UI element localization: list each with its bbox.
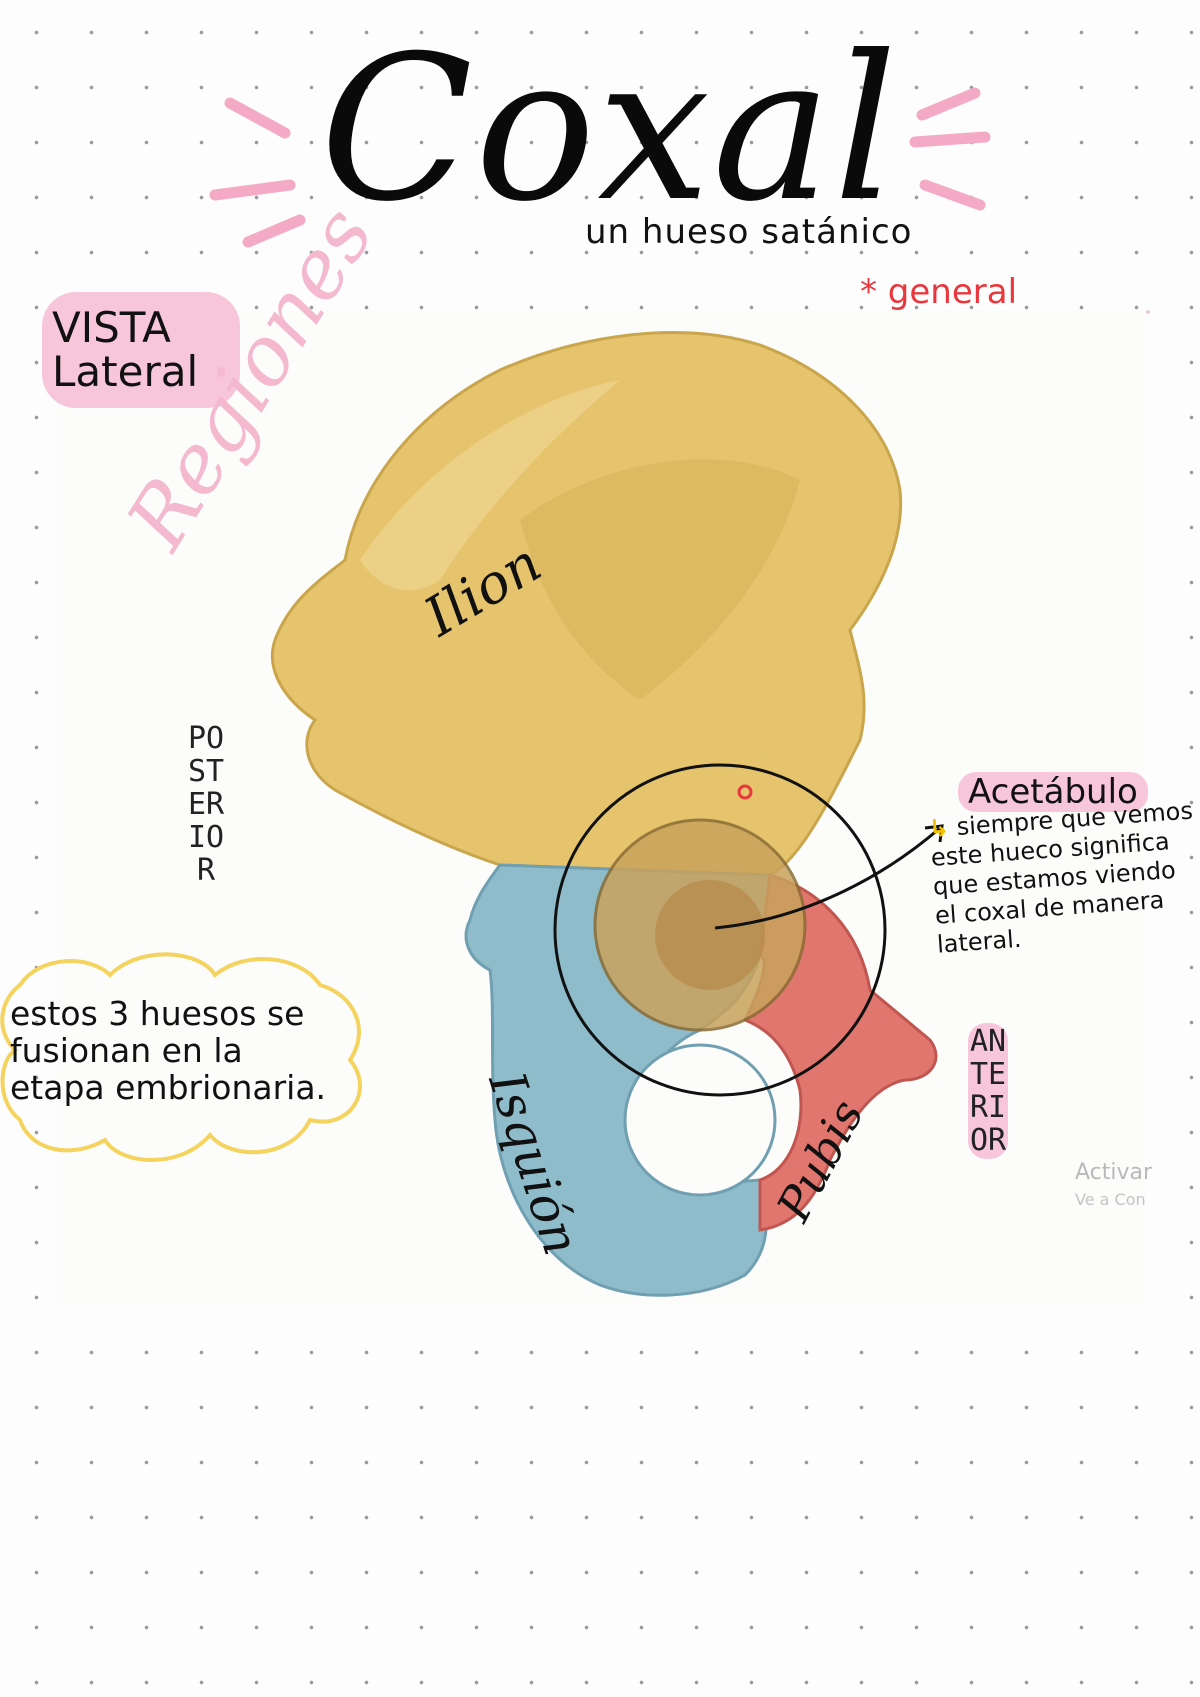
watermark-line1: Activar — [1075, 1160, 1153, 1185]
posterior-label: POSTERIOR — [187, 721, 225, 888]
arrow-icon — [714, 826, 941, 930]
acetabulo-note-text: siempre que vemos este hueco significa q… — [930, 796, 1194, 959]
page-subtitle: un hueso satánico — [585, 212, 913, 252]
page-title: Coxal — [320, 13, 900, 246]
fusion-note-cloud — [0, 952, 362, 1162]
watermark-line2: Ve a Con — [1075, 1190, 1146, 1209]
hip-bone-illustration — [0, 331, 944, 1297]
corner-arrow-icon: ↳ — [928, 813, 951, 843]
anterior-label: ANTERIOR — [968, 1023, 1008, 1159]
acetabulo-title: Acetábulo — [958, 772, 1148, 812]
obturator-foramen — [623, 1043, 777, 1197]
acetabulo-note: ↳ siempre que vemos este hueco significa… — [928, 796, 1200, 959]
acetabulum-highlight-circle — [553, 763, 887, 1097]
general-note: * general — [860, 272, 1018, 312]
fusion-note: estos 3 huesos se fusionan en la etapa e… — [10, 994, 327, 1107]
view-label: VISTA Lateral — [42, 292, 240, 408]
red-dot-icon — [737, 784, 753, 800]
